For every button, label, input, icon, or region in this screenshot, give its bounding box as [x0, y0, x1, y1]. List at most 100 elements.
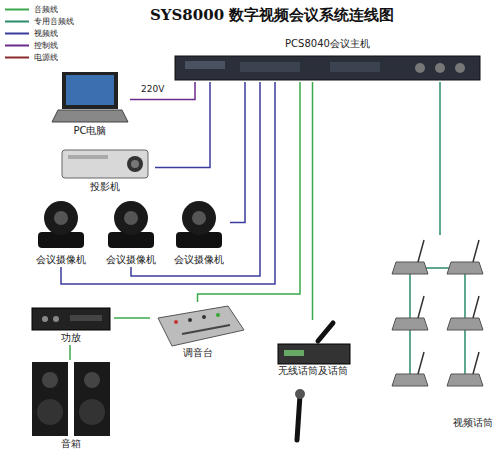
legend-swatch — [5, 19, 29, 24]
projector-picture-part — [127, 156, 143, 172]
legend-text: 控制线 — [33, 40, 59, 51]
projector-picture-part — [62, 150, 148, 178]
connector-line — [198, 82, 301, 302]
camera-device: 会议摄像机 — [168, 193, 230, 267]
speaker-picture-part — [32, 362, 68, 436]
host-rack-part — [415, 63, 425, 73]
speaker-device: 音箱 — [28, 360, 114, 451]
video-mic-picture-part — [418, 352, 424, 374]
mixer-picture-part — [158, 306, 244, 346]
device-label: 投影机 — [88, 181, 122, 193]
speaker-picture-part — [37, 399, 63, 425]
legend-row: 控制线 — [5, 40, 115, 51]
legend-row: 音频线 — [5, 4, 115, 15]
camera-picture-part — [54, 211, 68, 225]
legend-swatch — [5, 43, 29, 48]
mixer-device: 调音台 — [150, 302, 245, 360]
amplifier-picture-part — [70, 315, 102, 321]
device-label: 视频话筒 — [451, 417, 495, 429]
camera-device: 会议摄像机 — [100, 193, 162, 267]
speaker-picture — [32, 362, 110, 436]
legend-text: 电源线 — [33, 52, 59, 63]
legend-swatch-line — [5, 9, 29, 11]
projector-picture-part — [131, 160, 139, 168]
speaker-picture-part — [79, 399, 105, 425]
legend-swatch — [5, 7, 29, 12]
legend-swatch-line — [5, 33, 29, 35]
wireless-mic-device: 无线话筒及话筒 — [270, 320, 355, 378]
speaker-picture-part — [74, 362, 110, 436]
mixer-picture — [158, 306, 244, 346]
wireless-receiver-picture-part — [278, 344, 350, 364]
video-mic-picture-part — [418, 296, 424, 318]
mixer-picture-part — [174, 320, 178, 324]
laptop-picture-part — [62, 72, 118, 109]
video-mic-picture-part — [473, 240, 479, 262]
laptop-picture-part — [66, 75, 114, 105]
camera-picture-part — [114, 201, 148, 235]
device-label: 会议摄像机 — [172, 254, 226, 266]
legend-row: 电源线 — [5, 52, 115, 63]
camera-picture-part — [192, 211, 206, 225]
host-rack-part — [175, 56, 480, 80]
legend-swatch-line — [5, 57, 29, 59]
free-label: 220V — [140, 84, 165, 95]
legend-swatch-line — [5, 45, 29, 47]
speaker-picture-part — [84, 372, 100, 388]
wireless-receiver-picture-part — [318, 323, 333, 341]
device-label: PC电脑 — [71, 125, 108, 137]
video-mic-group: 视频话筒 — [385, 235, 495, 430]
camera-picture-part — [124, 211, 138, 225]
legend-text: 音频线 — [33, 4, 59, 15]
connector-line — [439, 82, 441, 235]
device-label: 音箱 — [59, 438, 83, 450]
wireless-receiver-picture — [278, 323, 350, 364]
camera-device: 会议摄像机 — [30, 193, 92, 267]
device-label: 会议摄像机 — [104, 254, 158, 266]
legend-swatch — [5, 55, 29, 60]
pc-device: PC电脑 — [50, 68, 130, 138]
legend-text: 专用音频线 — [33, 16, 75, 27]
video-mic-picture-part — [392, 374, 428, 386]
device-label: PCS8040会议主机 — [283, 38, 372, 50]
diagram-title: SYS8000 数字视频会议系统连线图 — [150, 6, 394, 24]
camera-picture — [38, 201, 222, 248]
video-mic-picture-part — [447, 374, 483, 386]
video-mic-picture — [392, 240, 483, 386]
mixer-picture-part — [216, 313, 220, 317]
device-label: 会议摄像机 — [34, 254, 88, 266]
device-label: 调音台 — [181, 347, 215, 359]
amplifier-picture-part — [32, 308, 110, 330]
legend-row: 专用音频线 — [5, 16, 115, 27]
laptop-picture-part — [52, 110, 128, 122]
mixer-picture-part — [202, 315, 206, 319]
connector-line — [69, 345, 71, 360]
handheld-mic-picture-part — [297, 395, 300, 440]
video-mic-picture-part — [447, 262, 483, 274]
projector-picture-part — [68, 155, 108, 159]
host-rack-part — [330, 62, 380, 72]
connector-line — [61, 82, 275, 284]
mixer-picture-part — [188, 318, 192, 322]
connector-line — [130, 82, 195, 100]
legend-text: 视频线 — [33, 28, 59, 39]
connector-line — [230, 82, 245, 223]
host-rack-part — [435, 63, 445, 73]
amplifier-picture-part — [53, 316, 59, 322]
laptop-picture — [52, 72, 128, 122]
mixer-picture-part — [182, 325, 230, 334]
projector-device: 投影机 — [55, 146, 155, 194]
host-rack-part — [455, 63, 465, 73]
legend-swatch-line — [5, 21, 29, 23]
projector-picture — [62, 150, 148, 178]
device-label: 功放 — [59, 332, 83, 344]
amplifier-device: 功放 — [28, 305, 114, 345]
connector-line — [131, 82, 260, 276]
video-mic-picture-part — [392, 262, 428, 274]
legend-swatch — [5, 31, 29, 36]
video-mic-picture-part — [418, 240, 424, 262]
connector-line — [114, 317, 150, 319]
wireless-receiver-picture-part — [284, 350, 304, 356]
